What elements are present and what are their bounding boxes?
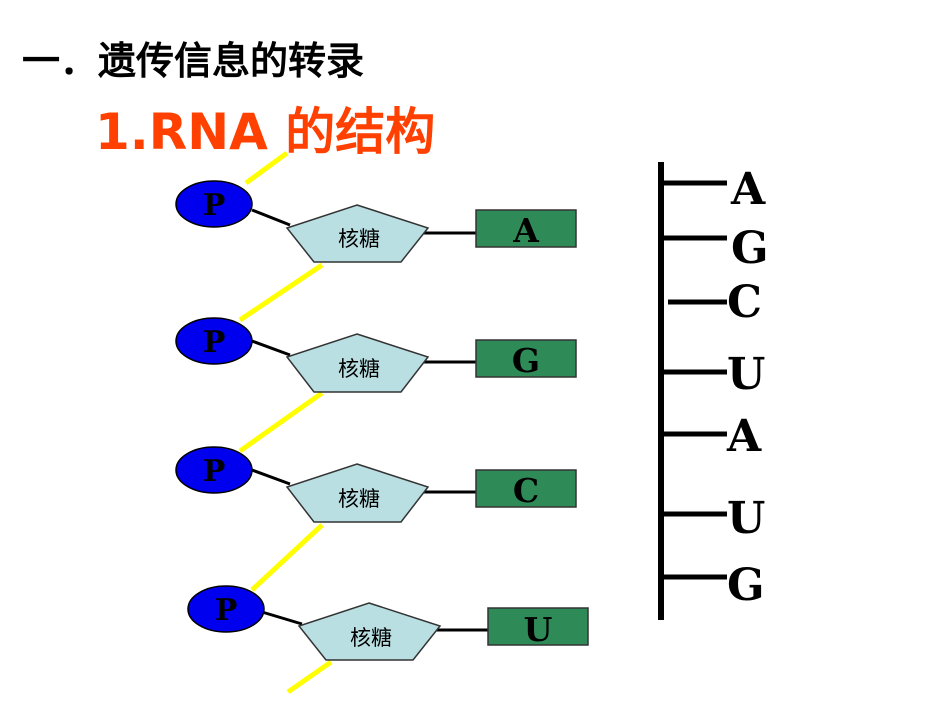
phosphate-label: P <box>203 188 226 223</box>
ribose-pentagon <box>285 463 430 523</box>
phosphate-group <box>175 180 253 228</box>
ribose-pentagon <box>285 333 430 393</box>
nucleotide: P 核糖 G <box>175 317 577 393</box>
base-box <box>475 209 577 248</box>
ribose-label: 核糖 <box>350 626 392 650</box>
backbone-link <box>238 262 324 323</box>
backbone-link <box>286 659 333 695</box>
simplified-strand: A G C U A U G <box>658 162 769 620</box>
strand-base-label: A <box>726 411 762 462</box>
phosphate-sugar-bond <box>251 468 291 486</box>
base-box <box>475 339 577 378</box>
phosphate-sugar-bond <box>261 610 303 626</box>
strand-base-label: C <box>727 277 762 328</box>
backbone-link <box>244 150 289 186</box>
phosphate-label: P <box>215 593 238 628</box>
strand-base-label: G <box>731 223 769 274</box>
phosphate-group <box>175 446 253 494</box>
nucleotide: P 核糖 U <box>187 585 589 661</box>
ribose-label: 核糖 <box>338 357 380 381</box>
ribose-label: 核糖 <box>338 487 380 511</box>
backbone-links <box>238 150 333 695</box>
strand-base-label: U <box>727 349 765 400</box>
backbone-link <box>250 523 324 592</box>
base-box <box>487 607 589 646</box>
ribose-pentagon <box>297 602 442 661</box>
phosphate-sugar-bond <box>251 208 291 227</box>
section-subtitle: 1.RNA 的结构 <box>95 103 436 161</box>
ribose-label: 核糖 <box>338 227 380 251</box>
nucleotide: P 核糖 C <box>175 446 577 523</box>
ribose-pentagon <box>285 204 430 263</box>
base-label: U <box>524 610 553 649</box>
backbone-link <box>238 390 324 454</box>
strand-base-label: G <box>727 560 765 611</box>
base-label: A <box>512 211 539 250</box>
phosphate-label: P <box>203 454 226 489</box>
phosphate-sugar-bond <box>251 339 291 357</box>
strand-base-label: A <box>730 164 766 215</box>
page-title: 一．遗传信息的转录 <box>22 39 365 83</box>
phosphate-label: P <box>203 325 226 360</box>
base-label: C <box>513 471 539 510</box>
phosphate-group <box>187 585 265 633</box>
strand-base-label: U <box>727 493 765 544</box>
base-box <box>475 469 577 508</box>
base-label: G <box>512 341 540 380</box>
phosphate-group <box>175 317 253 365</box>
nucleotide: P 核糖 A <box>175 180 577 263</box>
